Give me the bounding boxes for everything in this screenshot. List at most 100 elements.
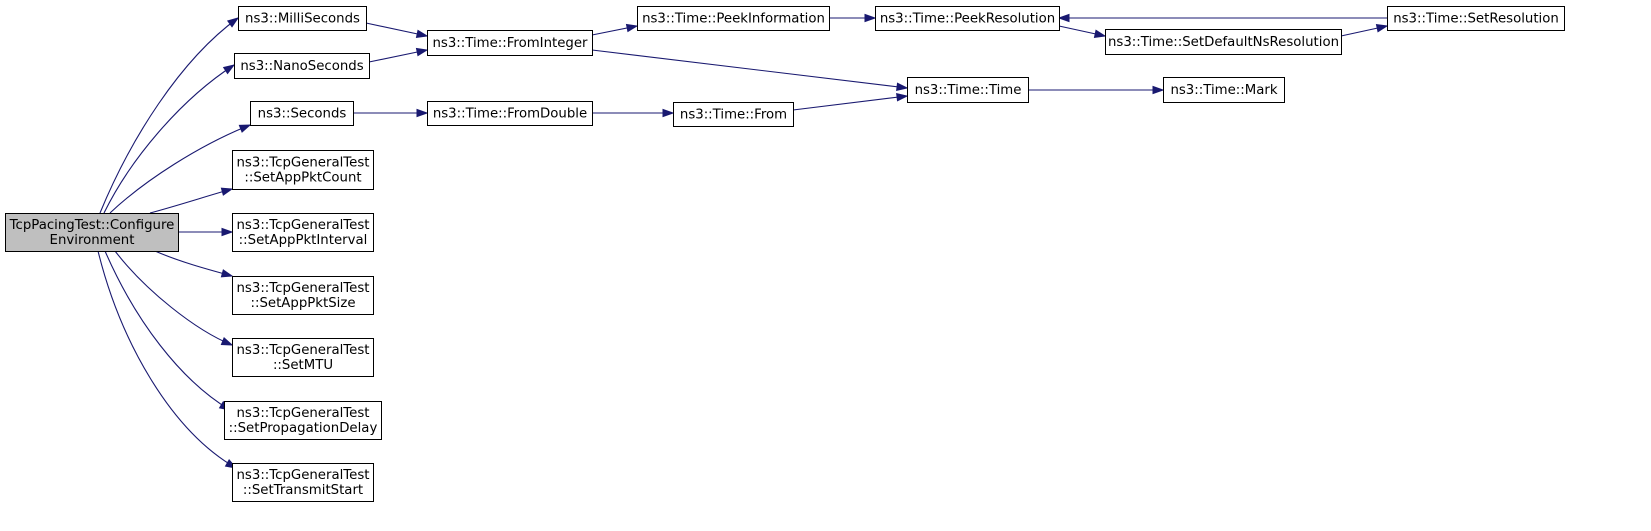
node-prop[interactable]: ns3::TcpGeneralTest::SetPropagationDelay (224, 401, 382, 440)
node-box (673, 102, 794, 127)
node-label: ::SetAppPktInterval (239, 233, 368, 248)
node-box (907, 77, 1029, 103)
node-box (238, 6, 367, 31)
arrow-head (662, 108, 675, 118)
edge-fint-to-peekinfo (591, 23, 639, 36)
node-label: TcpPacingTest::Configure (9, 218, 175, 233)
node-time[interactable]: ns3::Time::Time (907, 77, 1029, 103)
edge-line (792, 95, 908, 111)
edge-root-to-intv (178, 227, 234, 237)
arrow-head (222, 64, 236, 75)
node-box (875, 6, 1060, 31)
node-box (232, 150, 374, 190)
edge-root-to-cnt (149, 187, 234, 214)
edge-line (591, 49, 908, 89)
node-label: ns3::TcpGeneralTest (237, 468, 370, 483)
node-label: ns3::NanoSeconds (240, 59, 363, 74)
node-box (224, 401, 382, 440)
node-label: ns3::Time::SetDefaultNsResolution (1108, 35, 1339, 50)
node-label: ns3::Seconds (258, 107, 347, 122)
node-label: ns3::Time::FromInteger (432, 36, 588, 51)
node-box (232, 213, 374, 252)
edge-line (149, 188, 233, 214)
node-label: ns3::TcpGeneralTest (237, 156, 370, 171)
node-label: ::SetMTU (273, 358, 333, 373)
arrow-head (220, 269, 234, 278)
node-setdef[interactable]: ns3::Time::SetDefaultNsResolution (1105, 29, 1342, 55)
node-box (5, 213, 179, 252)
edge-fdbl-to-from (592, 108, 675, 118)
edge-line (103, 64, 235, 214)
edge-time-to-mark (1028, 85, 1165, 95)
node-setres[interactable]: ns3::Time::SetResolution (1387, 6, 1565, 31)
node-ms[interactable]: ns3::MilliSeconds (238, 6, 367, 31)
arrow-head (220, 337, 234, 346)
node-label: ns3::MilliSeconds (245, 12, 360, 27)
node-box (427, 30, 593, 56)
node-box (1105, 29, 1342, 55)
node-box (1163, 77, 1285, 103)
arrow-head (415, 47, 429, 57)
node-tx[interactable]: ns3::TcpGeneralTest::SetTransmitStart (232, 463, 374, 502)
node-label: ns3::TcpGeneralTest (237, 343, 370, 358)
node-box (1387, 6, 1565, 31)
node-intv[interactable]: ns3::TcpGeneralTest::SetAppPktInterval (232, 213, 374, 252)
node-label: ns3::TcpGeneralTest (237, 406, 370, 421)
node-label: ns3::Time::Time (915, 83, 1022, 98)
node-label: ns3::TcpGeneralTest (237, 281, 370, 296)
arrow-head (896, 82, 909, 92)
node-box (232, 338, 374, 377)
arrow-head (1093, 29, 1107, 38)
node-peekres[interactable]: ns3::Time::PeekResolution (875, 6, 1060, 31)
node-ns[interactable]: ns3::NanoSeconds (234, 53, 370, 79)
edge-fint-to-time (591, 49, 909, 92)
node-fint[interactable]: ns3::Time::FromInteger (427, 30, 593, 56)
node-fdbl[interactable]: ns3::Time::FromDouble (427, 101, 593, 126)
arrow-head (625, 23, 639, 33)
arrow-head (1375, 24, 1389, 33)
node-label: ::SetPropagationDelay (229, 421, 378, 436)
node-size[interactable]: ns3::TcpGeneralTest::SetAppPktSize (232, 276, 374, 315)
edge-root-to-sec (109, 124, 252, 214)
arrow-head (220, 187, 234, 196)
node-label: ns3::Time::PeekResolution (880, 12, 1055, 27)
node-mark[interactable]: ns3::Time::Mark (1163, 77, 1285, 103)
edge-line (97, 250, 237, 469)
edge-sec-to-fdbl (353, 108, 429, 118)
edge-root-to-tx (97, 250, 238, 469)
node-box (232, 276, 374, 315)
edge-peekinfo-to-peekres (829, 13, 877, 23)
node-box (250, 101, 354, 126)
edge-root-to-mtu (114, 250, 234, 346)
node-box (427, 101, 593, 126)
node-sec[interactable]: ns3::Seconds (250, 101, 354, 126)
node-label: ns3::TcpGeneralTest (237, 218, 370, 233)
node-label: ns3::Time::SetResolution (1393, 12, 1559, 27)
nodes-layer: TcpPacingTest::ConfigureEnvironmentns3::… (5, 6, 1565, 502)
arrow-head (896, 93, 909, 102)
edge-setdef-to-setres (1340, 24, 1389, 37)
edge-from-to-time (792, 93, 909, 111)
node-label: ns3::Time::FromDouble (433, 107, 587, 122)
arrow-head (1057, 13, 1070, 23)
node-label: ns3::Time::From (680, 108, 787, 123)
arrow-head (416, 108, 429, 118)
edge-root-to-size (154, 250, 234, 278)
arrow-head (221, 227, 234, 237)
edge-line (104, 250, 231, 411)
node-cnt[interactable]: ns3::TcpGeneralTest::SetAppPktCount (232, 150, 374, 190)
node-peekinfo[interactable]: ns3::Time::PeekInformation (637, 6, 830, 31)
node-label: ::SetTransmitStart (243, 483, 363, 498)
node-from[interactable]: ns3::Time::From (673, 102, 794, 127)
node-mtu[interactable]: ns3::TcpGeneralTest::SetMTU (232, 338, 374, 377)
arrow-head (1152, 85, 1165, 95)
node-box (234, 53, 370, 79)
edge-line (114, 250, 233, 346)
node-label: Environment (50, 233, 135, 248)
node-label: ::SetAppPktCount (244, 171, 361, 186)
edge-root-to-ms (99, 17, 240, 214)
node-label: ::SetAppPktSize (251, 296, 356, 311)
node-box (637, 6, 830, 31)
